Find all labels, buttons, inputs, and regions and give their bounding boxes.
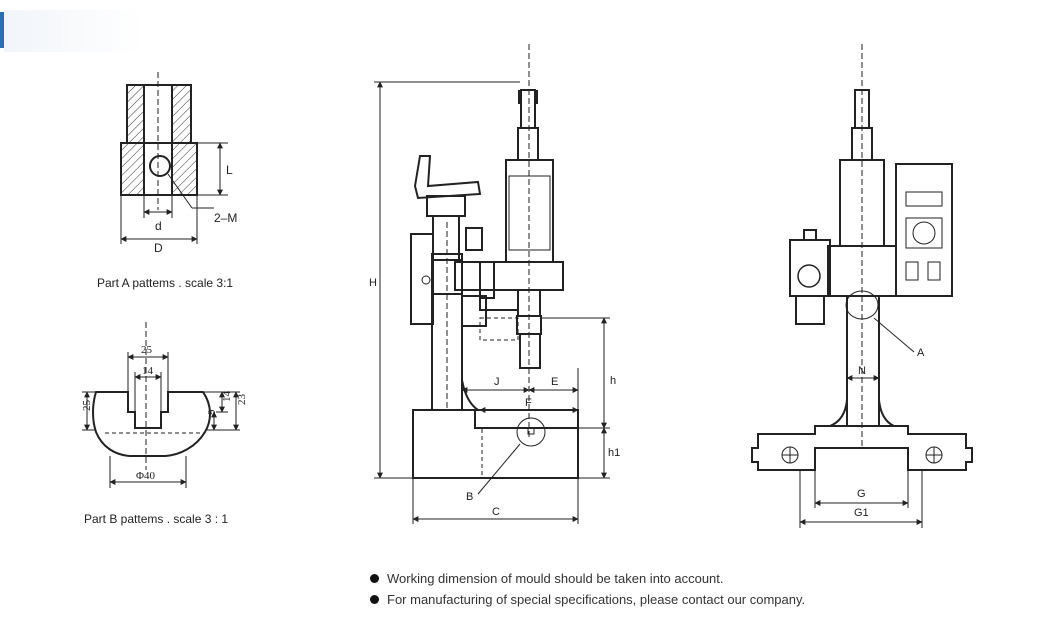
dim-E-label: E [551,376,558,388]
side-view-centerlines [446,44,530,440]
note-text: For manufacturing of special specificati… [387,592,806,607]
detail-B-label: B [466,491,473,503]
dim-N-label: N [858,365,866,377]
dim-14-side: 14 [221,391,233,403]
dim-L-label: L [226,163,233,177]
dim-25-left: 25 [81,400,93,412]
corner-accent [0,12,4,48]
dim-h1-label: h1 [608,447,620,459]
part-b-dimensions [82,352,240,488]
front-view-dimensions [799,317,923,528]
dim-D-label: D [154,241,163,255]
side-view-drawing [410,89,579,479]
part-b-caption: Part B pattems . scale 3 : 1 [84,512,229,526]
bullet-icon [370,595,379,604]
dim-G1-label: G1 [854,507,869,519]
part-a-caption: Part A pattems . scale 3:1 [97,276,234,290]
part-a-dimensions [120,142,228,244]
dim-h-label: h [610,375,616,387]
front-view-drawing [751,89,973,471]
dim-23-right: 23 [236,394,248,406]
detail-A-label: A [917,347,925,359]
dim-14-slot: 14 [142,365,154,377]
dim-J-label: J [494,376,500,388]
dim-9-lip: 9 [206,409,218,415]
bullet-icon [370,574,379,583]
dim-phi40: Φ40 [136,470,156,482]
dim-25-top: 25 [141,344,153,356]
dim-F-label: F [525,397,532,409]
dim-C-label: C [492,506,500,518]
dim-d-label: d [155,219,162,233]
dim-G-label: G [857,488,866,500]
part-a-drawing [120,72,198,210]
part-b-drawing [92,322,211,470]
note-item: For manufacturing of special specificati… [370,589,805,610]
notes-list: Working dimension of mould should be tak… [370,568,805,610]
dim-2M-label: 2–M [214,211,237,225]
corner-fade [4,10,144,52]
note-text: Working dimension of mould should be tak… [387,571,724,586]
dim-H-label: H [369,277,377,289]
note-item: Working dimension of mould should be tak… [370,568,805,589]
side-view-dimensions [374,81,610,524]
